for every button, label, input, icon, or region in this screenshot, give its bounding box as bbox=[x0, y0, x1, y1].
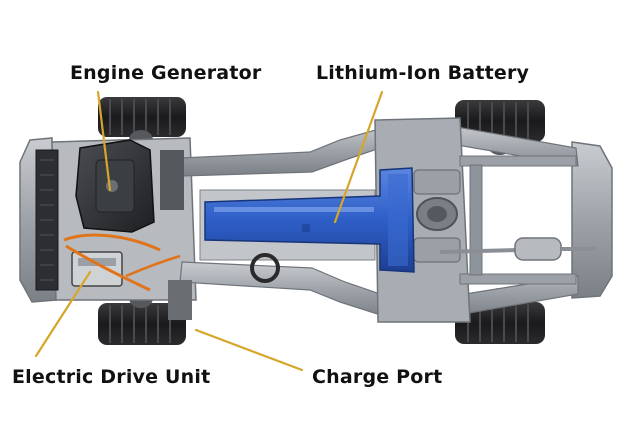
charge-port-label: Charge Port bbox=[312, 366, 443, 388]
charge-port-leader bbox=[194, 328, 304, 372]
battery-leader bbox=[333, 90, 384, 224]
lithium-ion-battery-label: Lithium-Ion Battery bbox=[316, 62, 530, 84]
electric-drive-unit-label: Electric Drive Unit bbox=[12, 366, 211, 388]
leader-lines bbox=[34, 90, 384, 372]
engine-generator-leader bbox=[96, 90, 112, 192]
engine-generator-label: Engine Generator bbox=[70, 62, 262, 84]
drive-unit-leader bbox=[34, 270, 92, 358]
lithium-ion-battery-pack bbox=[204, 167, 415, 273]
rear-details bbox=[413, 169, 461, 263]
muffler bbox=[439, 237, 596, 261]
front-components bbox=[35, 139, 280, 320]
